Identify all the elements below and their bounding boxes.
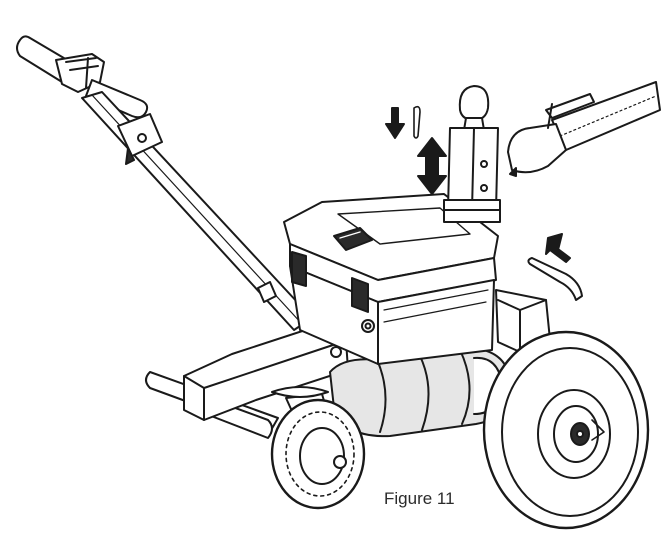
caster-wheel	[270, 386, 366, 510]
coupler-head	[507, 123, 567, 174]
battery-box-handle	[333, 227, 373, 251]
arrow-diagonal-icon	[545, 233, 571, 263]
trailer-tongue	[551, 81, 661, 151]
handle-assembly	[16, 35, 313, 331]
battery-box-latch-right	[351, 277, 369, 313]
drive-wheel	[482, 330, 650, 530]
caster-tire	[270, 398, 366, 510]
figure-caption: Figure 11	[384, 489, 455, 508]
instruction-arrows	[385, 105, 571, 263]
hitch-ball	[458, 85, 490, 121]
trailer-coupler	[507, 81, 661, 177]
battery-box-latch-left	[291, 251, 307, 287]
caster-mount	[271, 386, 329, 398]
hitch-pin	[527, 257, 583, 301]
arrow-updown-icon	[417, 137, 447, 195]
arrow-down-icon	[385, 107, 405, 139]
pin-icon	[413, 105, 421, 139]
handle-right-grip	[85, 79, 149, 119]
ball-mount	[443, 85, 501, 223]
battery-box	[283, 193, 499, 365]
handle-bar	[81, 91, 313, 331]
